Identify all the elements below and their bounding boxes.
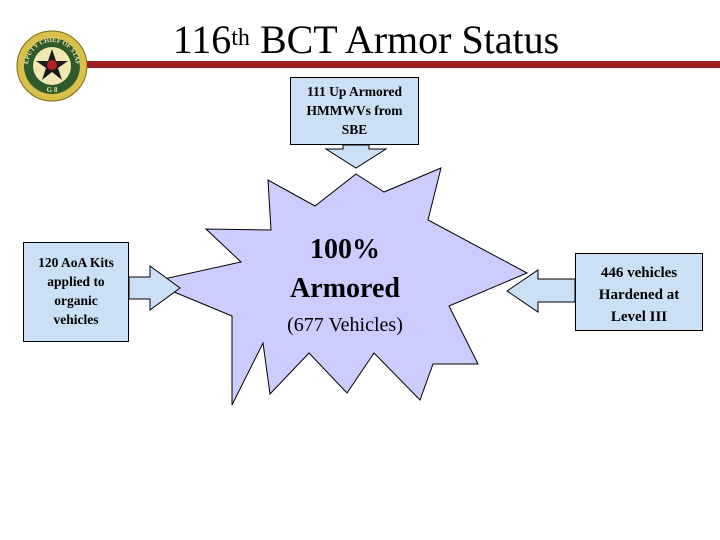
armored-label: Armored [290, 273, 400, 304]
box-line: organic [54, 293, 98, 308]
box-line: applied to [47, 274, 105, 289]
slide-title: 116th BCT Armor Status [0, 16, 720, 64]
aoa-kits-box: 120 AoA Kits applied to organic vehicles [23, 242, 129, 342]
box-line: Level III [610, 309, 668, 325]
box-line: 446 vehicles [600, 265, 678, 281]
box-line: vehicles [53, 312, 99, 327]
box-line: HMMWVs from [306, 103, 403, 118]
g8-seal-logo: DEPUTY CHIEF OF STAFF G 8 [16, 30, 88, 102]
vehicle-count: (677 Vehicles) [287, 314, 403, 336]
arrow-left-from-right [506, 269, 576, 313]
arrow-down-from-top [324, 144, 388, 169]
title-number: 116 [172, 17, 232, 62]
box-line: Hardened at [598, 287, 680, 303]
title-ordinal: th [231, 25, 250, 51]
armored-percent: 100% [310, 234, 380, 265]
title-underline-bar [70, 61, 720, 68]
hardened-vehicles-box: 446 vehicles Hardened at Level III [575, 253, 703, 331]
up-armored-hmmwv-box: 111 Up Armored HMMWVs from SBE [290, 77, 419, 145]
box-line: SBE [341, 122, 368, 137]
title-text: BCT Armor Status [249, 17, 560, 62]
box-line: 120 AoA Kits [38, 255, 114, 270]
seal-text-bottom: G 8 [47, 86, 58, 94]
armored-starburst [148, 167, 529, 406]
arrow-right-from-left [128, 265, 181, 311]
box-line: 111 Up Armored [306, 84, 402, 99]
